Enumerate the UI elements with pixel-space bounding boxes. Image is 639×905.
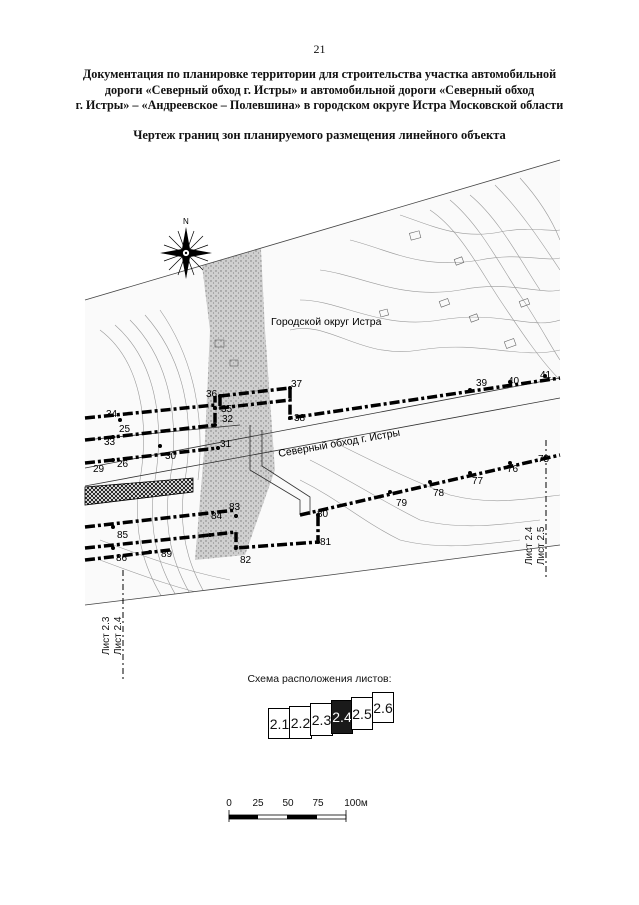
page-number: 21 (313, 42, 326, 56)
district-label: Городской округ Истра (271, 316, 382, 328)
sheet-label-right-b: Лист 2.5 (536, 526, 547, 565)
point-label: 41 (540, 370, 552, 381)
north-label: N (183, 217, 189, 226)
point-label: 75 (538, 454, 550, 465)
map-frame (84, 159, 561, 606)
point-label: 80 (317, 509, 329, 520)
sheet-label-left-b: Лист 2.4 (113, 616, 124, 655)
drawing-title: Чертеж границ зон планируемого размещени… (133, 128, 506, 142)
scale-bar (228, 810, 347, 822)
point-label: 33 (104, 437, 116, 448)
sheet-box-2-2: 2.2 (289, 706, 312, 739)
hatched-structure (84, 477, 194, 506)
point-label: 82 (240, 555, 252, 566)
document-title: Документация по планировке территории дл… (40, 67, 599, 114)
point-label: 83 (229, 502, 241, 513)
point-label: 34 (106, 409, 118, 420)
point-label: 86 (116, 553, 128, 564)
point-label: 79 (396, 498, 408, 509)
boundary-markers (111, 374, 547, 554)
point-label: 25 (119, 424, 131, 435)
sheet-label-right-a: Лист 2.4 (524, 526, 535, 565)
scale-label: 50 (282, 798, 294, 809)
point-label: 39 (476, 378, 488, 389)
point-label: 84 (211, 511, 223, 522)
sheet-box-2-3: 2.3 (310, 703, 333, 736)
point-label: 85 (117, 530, 129, 541)
document-title-line-2: дороги «Северный обход г. Истры» и автом… (104, 82, 535, 97)
point-label: 26 (117, 459, 129, 470)
scale-label: 75 (312, 798, 324, 809)
point-label: 78 (433, 488, 445, 499)
sheet-box-2-4: 2.4 (331, 700, 353, 734)
point-label: 36 (206, 389, 218, 400)
point-label: 31 (220, 439, 232, 450)
zone-boundary (84, 376, 561, 562)
point-label: 89 (161, 549, 173, 560)
point-label: 32 (222, 414, 234, 425)
document-title-line-1: Документация по планировке территории дл… (82, 67, 557, 81)
point-label: 38 (294, 413, 306, 424)
scale-label: 0 (226, 798, 232, 809)
sheet-box-2-5: 2.5 (351, 697, 373, 730)
buildings (214, 230, 531, 367)
point-label: 35 (221, 404, 233, 415)
north-arrow-icon (160, 227, 212, 279)
point-label: 37 (291, 379, 303, 390)
sheet-scheme-title: Схема расположения листов: (247, 673, 392, 685)
point-label: 40 (508, 376, 520, 387)
scale-label: 25 (252, 798, 264, 809)
document-title-line-3: г. Истры» – «Андреевское – Полевшина» в … (75, 98, 564, 112)
point-label: 29 (93, 464, 105, 475)
point-label: 77 (472, 476, 484, 487)
sheet-label-left-a: Лист 2.3 (101, 616, 112, 655)
sheet-box-2-1: 2.1 (268, 708, 291, 739)
point-label: 76 (507, 464, 519, 475)
point-label: 30 (165, 451, 177, 462)
point-label: 81 (320, 537, 332, 548)
scale-label: 100м (344, 798, 368, 809)
sheet-box-2-6: 2.6 (372, 692, 394, 723)
